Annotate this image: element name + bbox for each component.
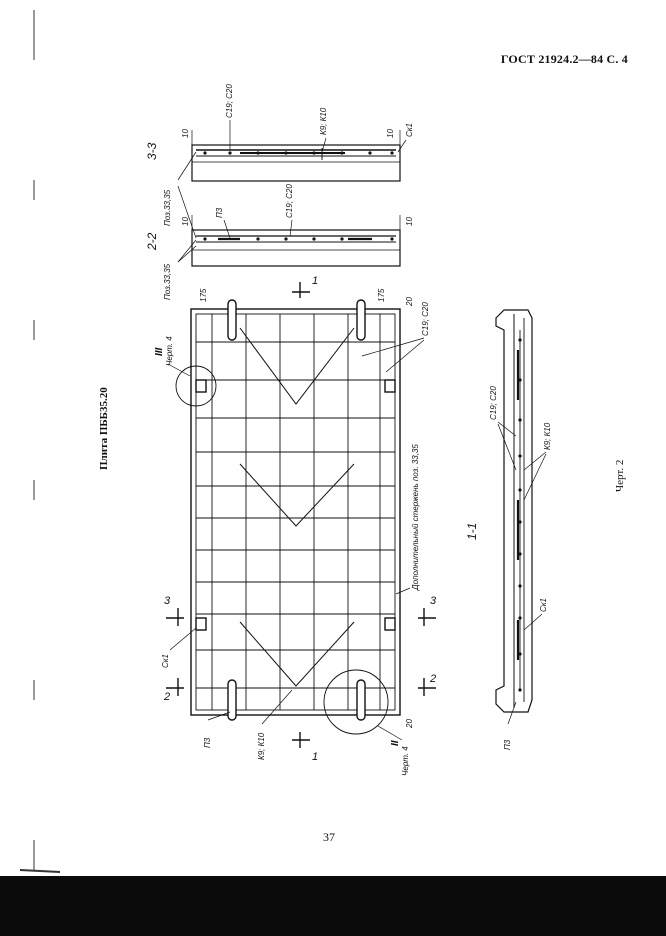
dim-10-right: 10 (386, 129, 395, 138)
label-ck1-plan: Ск1 (161, 654, 170, 668)
label-k9-k10-long: К9; К10 (543, 422, 552, 450)
label-p3-plan: П3 (203, 737, 212, 748)
section-1-1: 1-1 С19; С20 К9; К10 Ск1 П3 (465, 309, 552, 750)
dim-175-left: 175 (199, 288, 208, 302)
detail-mark-II: II (390, 740, 401, 746)
section-mark-3-left: 3 (164, 595, 171, 607)
section-mark-2-left: 2 (163, 691, 170, 703)
section-3-3: 3-3 10 10 С19; С20 К9; К10 Ск1 (145, 84, 414, 182)
section-label-1-1: 1-1 (465, 523, 479, 540)
label-ck1-long: Ск1 (539, 598, 548, 612)
label-additional-bar: Дополнительный стержень поз. 33,35 (411, 444, 420, 591)
label-ck1: Ск1 (405, 123, 414, 137)
scan-edge-marks (19, 10, 61, 873)
plan-view: 1 1 2 2 3 3 III Черт. 4 II Черт. 4 175 1… (154, 275, 437, 776)
dim-20-bottom: 20 (405, 719, 414, 729)
dim-10: 10 (181, 129, 190, 138)
label-p3-long: П3 (503, 739, 512, 750)
label-c19-c20-b: С19; С20 (285, 184, 294, 218)
page-number: 37 (323, 830, 335, 844)
section-mark-2-right: 2 (429, 673, 436, 685)
label-p3-section: П3 (215, 207, 224, 218)
section-label-3-3: 3-3 (145, 142, 159, 160)
detail-ref-II: Черт. 4 (401, 746, 410, 776)
scan-dark-band (0, 876, 666, 936)
label-k9-k10-plan: К9; К10 (257, 732, 266, 760)
label-poz-33-35-b: Поз.33,35 (163, 263, 172, 300)
standard-header: ГОСТ 21924.2—84 С. 4 (500, 52, 628, 66)
detail-ref-III: Черт. 4 (165, 336, 174, 366)
label-c19-c20-plan: С19; С20 (421, 302, 430, 336)
label-k9-k10: К9; К10 (319, 107, 328, 135)
label-poz-33-35-a: Поз.33,35 (163, 189, 172, 226)
section-mark-1-bottom: 1 (312, 751, 318, 763)
section-label-2-2: 2-2 (145, 232, 159, 251)
section-mark-1-top: 1 (312, 275, 318, 287)
detail-mark-III: III (154, 347, 165, 356)
dim-20-top: 20 (405, 297, 414, 307)
dim-10-c: 10 (405, 217, 414, 226)
section-mark-3-right: 3 (430, 595, 437, 607)
dim-175-right: 175 (377, 288, 386, 302)
dim-10-b: 10 (181, 217, 190, 226)
label-c19-c20-long: С19; С20 (489, 386, 498, 420)
label-c19-c20: С19; С20 (225, 84, 234, 118)
section-2-2: 2-2 10 10 П3 С19; С20 Поз.33,35 Поз.33,3… (145, 151, 414, 300)
